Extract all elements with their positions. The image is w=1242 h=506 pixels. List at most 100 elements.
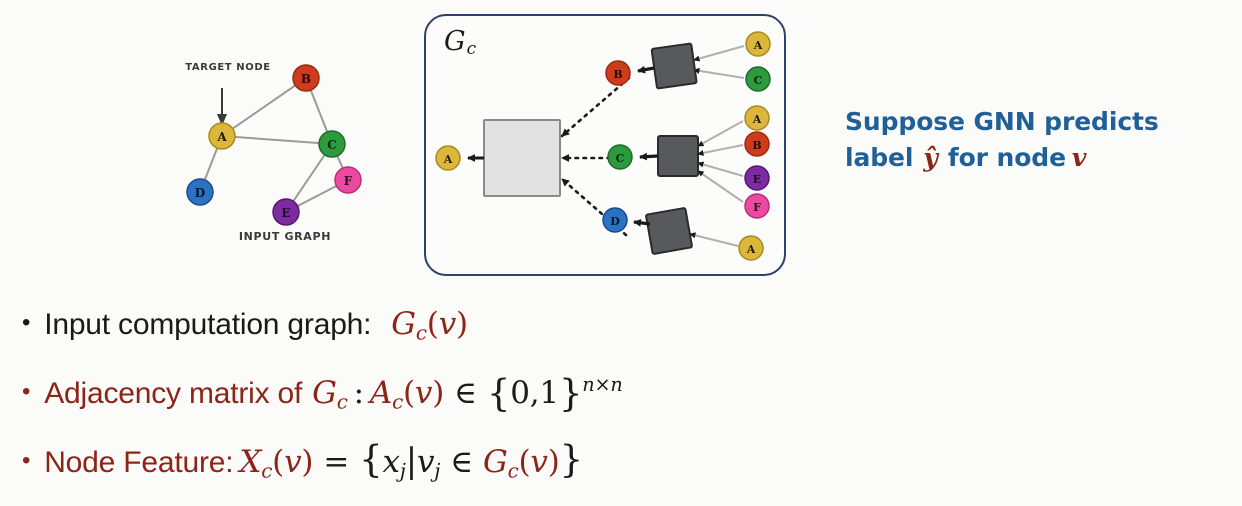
computation-root-node-a: A	[435, 145, 461, 171]
math-symbol-n: n	[582, 373, 595, 397]
bullet-adjacency-matrix: • Adjacency matrix of Gc : Ac(v) ∈ {0,1}…	[22, 372, 1212, 438]
math-rparen: )	[547, 444, 560, 480]
math-gc-of-v: Gc(v)	[391, 306, 468, 345]
math-v-sub-j: vj	[417, 444, 440, 483]
math-element-of: ∈	[454, 375, 477, 412]
math-subscript-c: c	[507, 459, 519, 483]
math-subscript-c: c	[392, 390, 403, 414]
bullet-input-computation-graph: • Input computation graph: Gc(v)	[22, 306, 1212, 372]
input-graph-figure: A B C D E F TARGET NODE	[160, 40, 410, 265]
math-xc-of-v: Xc(v)	[239, 444, 313, 483]
bullet-label-input-computation-graph: Input computation graph:	[44, 308, 372, 341]
math-symbol-v: v	[416, 444, 435, 480]
math-equals: =	[323, 444, 350, 480]
computation-graph-svg: A B A	[435, 31, 771, 261]
node-symbol: v	[1071, 142, 1087, 172]
input-graph-node-a: A	[208, 122, 236, 150]
math-rbrace: }	[558, 372, 583, 415]
math-lparen: (	[518, 444, 531, 480]
svg-text:C: C	[327, 138, 337, 152]
math-subscript-j: j	[399, 459, 406, 483]
svg-text:B: B	[752, 139, 761, 152]
bullet-node-feature: • Node Feature: Xc(v) = { xj | vj ∈ Gc(v…	[22, 438, 1212, 504]
bullet-label-adjacency-matrix: Adjacency matrix of	[44, 377, 303, 411]
root-aggregation-box	[483, 119, 561, 197]
input-graph-svg: A B C D E F	[186, 64, 362, 226]
svg-text:E: E	[753, 173, 761, 186]
math-rbrace-set: }	[559, 438, 584, 481]
math-symbol-n: n	[610, 373, 623, 397]
math-symbol-a: A	[369, 375, 393, 412]
math-symbol-x-lower: x	[382, 444, 400, 480]
math-symbol-v: v	[530, 444, 548, 480]
math-symbol-v: v	[284, 444, 302, 480]
math-colon: :	[353, 375, 364, 412]
math-such-that-bar: |	[405, 441, 417, 481]
svg-text:A: A	[753, 39, 763, 52]
input-graph-node-b: B	[292, 64, 320, 92]
svg-text:C: C	[754, 74, 763, 87]
predict-statement-line1: Suppose GNN predicts	[845, 107, 1159, 136]
computation-graph-label-sub: c	[466, 38, 477, 59]
predict-label-word: label	[845, 142, 914, 172]
math-rparen: )	[432, 375, 445, 412]
math-lbrace: {	[486, 372, 511, 415]
svg-text:F: F	[753, 201, 761, 214]
math-rparen: )	[456, 306, 468, 342]
svg-text:A: A	[443, 153, 453, 166]
math-exponent-n-times-n: n×n	[582, 373, 622, 396]
math-symbol-v: v	[438, 306, 457, 342]
input-graph-node-f: F	[334, 166, 362, 194]
math-symbol-g: G	[482, 444, 508, 480]
math-symbol-g: G	[391, 306, 416, 342]
predict-for-node-words: for node	[947, 142, 1066, 172]
svg-text:C: C	[616, 152, 625, 165]
math-element-of: ∈	[450, 444, 473, 480]
bullet-dot-icon: •	[22, 447, 31, 474]
branch-d: D A	[602, 207, 764, 261]
math-lparen: (	[426, 306, 439, 342]
math-lparen: (	[272, 444, 285, 480]
computation-graph-figure: Gc	[424, 14, 786, 276]
layer-box-b	[650, 42, 698, 90]
math-rparen: )	[301, 444, 314, 480]
input-graph-node-d: D	[186, 178, 214, 206]
bullet-list: • Input computation graph: Gc(v) • Adjac…	[22, 306, 1212, 504]
svg-text:A: A	[752, 113, 762, 126]
target-node-label: TARGET NODE	[185, 62, 271, 73]
math-symbol-x-upper: X	[239, 444, 262, 480]
svg-text:B: B	[301, 72, 311, 86]
branch-c: C A B E F	[607, 105, 770, 219]
math-x-sub-j: xj	[382, 444, 405, 483]
svg-text:D: D	[195, 186, 205, 200]
svg-text:F: F	[344, 174, 353, 188]
math-set-zero-one: {0,1}n×n	[487, 372, 623, 415]
math-gc-of-v: Gc(v)	[483, 444, 560, 483]
math-subscript-c: c	[336, 390, 348, 414]
math-subscript-j: j	[434, 459, 441, 483]
math-symbol-v: v	[414, 375, 433, 412]
target-node-arrow	[217, 88, 227, 126]
math-times-sign: ×	[594, 373, 611, 397]
svg-text:B: B	[613, 68, 622, 81]
math-gc: Gc	[312, 375, 348, 414]
svg-text:A: A	[746, 243, 756, 256]
layer-box-c	[657, 135, 699, 177]
input-graph-caption: INPUT GRAPH	[238, 230, 332, 243]
predicted-label-symbol: ŷ	[923, 142, 938, 172]
math-symbol-g: G	[312, 375, 337, 412]
math-zero-one: 0,1	[510, 375, 559, 412]
bullet-label-node-feature: Node Feature:	[44, 446, 234, 479]
computation-graph-label-g: G	[444, 26, 466, 57]
math-subscript-c: c	[415, 321, 427, 345]
math-lparen: (	[403, 375, 415, 412]
math-lbrace-set: {	[359, 438, 383, 481]
svg-text:D: D	[610, 215, 620, 228]
svg-text:A: A	[216, 130, 227, 144]
computation-graph-label: Gc	[444, 26, 476, 59]
input-graph-node-c: C	[318, 130, 346, 158]
svg-text:E: E	[281, 206, 290, 220]
layer-box-d	[645, 207, 693, 255]
